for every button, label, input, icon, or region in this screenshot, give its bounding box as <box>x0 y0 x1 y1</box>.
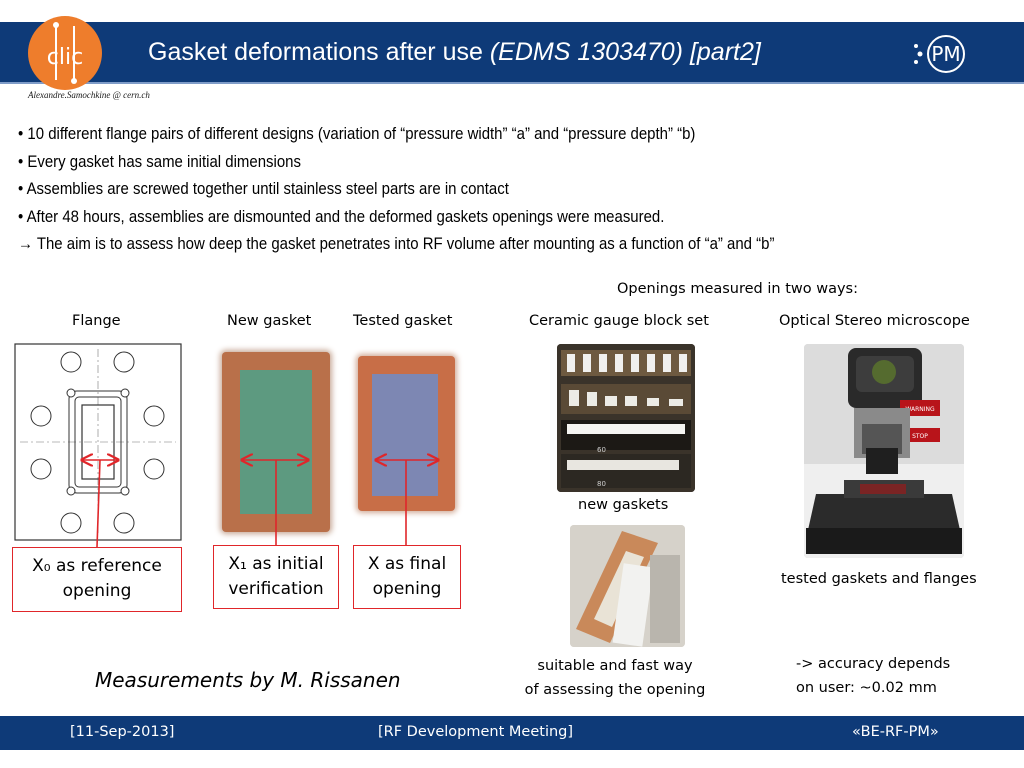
tested-gasket-opening <box>372 374 438 496</box>
suitable-caption-line1: suitable and fast way <box>537 658 693 674</box>
microscope-stop-text: STOP <box>912 433 928 440</box>
x1-initial-box: X₁ as initial verification <box>213 545 339 609</box>
flange-label: Flange <box>72 313 121 329</box>
suitable-caption: suitable and fast way of assessing the o… <box>510 654 720 702</box>
slide-title: Gasket deformations after use (EDMS 1303… <box>148 38 761 67</box>
header-divider <box>0 82 1024 84</box>
tested-gasket-photo <box>358 356 455 511</box>
title-edms-reference: (EDMS 1303470) [part2] <box>489 38 761 66</box>
x0-label-line1: X₀ as reference <box>32 556 162 576</box>
accuracy-caption-line1: -> accuracy depends <box>796 656 951 672</box>
microscope-photo: WARNING STOP <box>804 344 964 558</box>
pm-logo-text: PM <box>931 42 960 66</box>
tested-gaskets-flanges-caption: tested gaskets and flanges <box>781 571 977 587</box>
tested-gasket-label: Tested gasket <box>353 313 453 329</box>
x0-reference-box: X₀ as reference opening <box>12 547 182 612</box>
author-email: Alexandre.Samochkine @ cern.ch <box>28 90 150 100</box>
x-final-box: X as final opening <box>353 545 461 609</box>
accuracy-caption-line2: on user: ~0.02 mm <box>796 680 937 696</box>
new-gaskets-caption: new gaskets <box>578 497 669 513</box>
gauge-label-80: 80 <box>597 480 606 488</box>
x1-label-line1: X₁ as initial <box>228 554 324 574</box>
x0-label-line2: opening <box>62 581 132 601</box>
microscope-warning-text: WARNING <box>905 406 935 413</box>
x-label-line1: X as final <box>367 554 447 574</box>
footer-bar <box>0 716 1024 750</box>
bullet-item: • After 48 hours, assemblies are dismoun… <box>18 206 665 226</box>
bullet-list: • 10 different flange pairs of different… <box>18 120 889 258</box>
new-gasket-opening <box>240 370 312 514</box>
pm-logo: PM <box>908 34 974 74</box>
gauge-label-60: 60 <box>597 446 606 454</box>
optical-microscope-label: Optical Stereo microscope <box>779 313 970 329</box>
x-label-line2: opening <box>372 579 442 599</box>
ceramic-gauge-label: Ceramic gauge block set <box>529 313 709 329</box>
new-gasket-label: New gasket <box>227 313 312 329</box>
bullet-item: • Assemblies are screwed together until … <box>18 179 509 198</box>
footer-date: [11-Sep-2013] <box>70 724 175 740</box>
openings-heading: Openings measured in two ways: <box>617 281 858 297</box>
accuracy-caption: -> accuracy depends on user: ~0.02 mm <box>796 652 950 700</box>
header-bar <box>0 22 1024 82</box>
clic-logo: clic <box>28 16 102 90</box>
clic-logo-text: clic <box>47 45 83 70</box>
gauge-in-gasket-photo <box>570 525 685 647</box>
suitable-caption-line2: of assessing the opening <box>524 682 706 698</box>
bullet-item: → The aim is to assess how deep the gask… <box>18 234 775 253</box>
bullet-item: • 10 different flange pairs of different… <box>18 124 696 143</box>
new-gasket-photo <box>222 352 330 532</box>
footer-meeting: [RF Development Meeting] <box>378 724 574 740</box>
flange-drawing <box>14 343 182 541</box>
x1-label-line2: verification <box>228 579 324 599</box>
gauge-block-photo: 60 80 <box>557 344 695 492</box>
title-main: Gasket deformations after use <box>148 38 490 66</box>
footer-group: «BE-RF-PM» <box>852 724 939 740</box>
bullet-item: • Every gasket has same initial dimensio… <box>18 151 301 171</box>
measurements-credit: Measurements by M. Rissanen <box>95 668 401 692</box>
